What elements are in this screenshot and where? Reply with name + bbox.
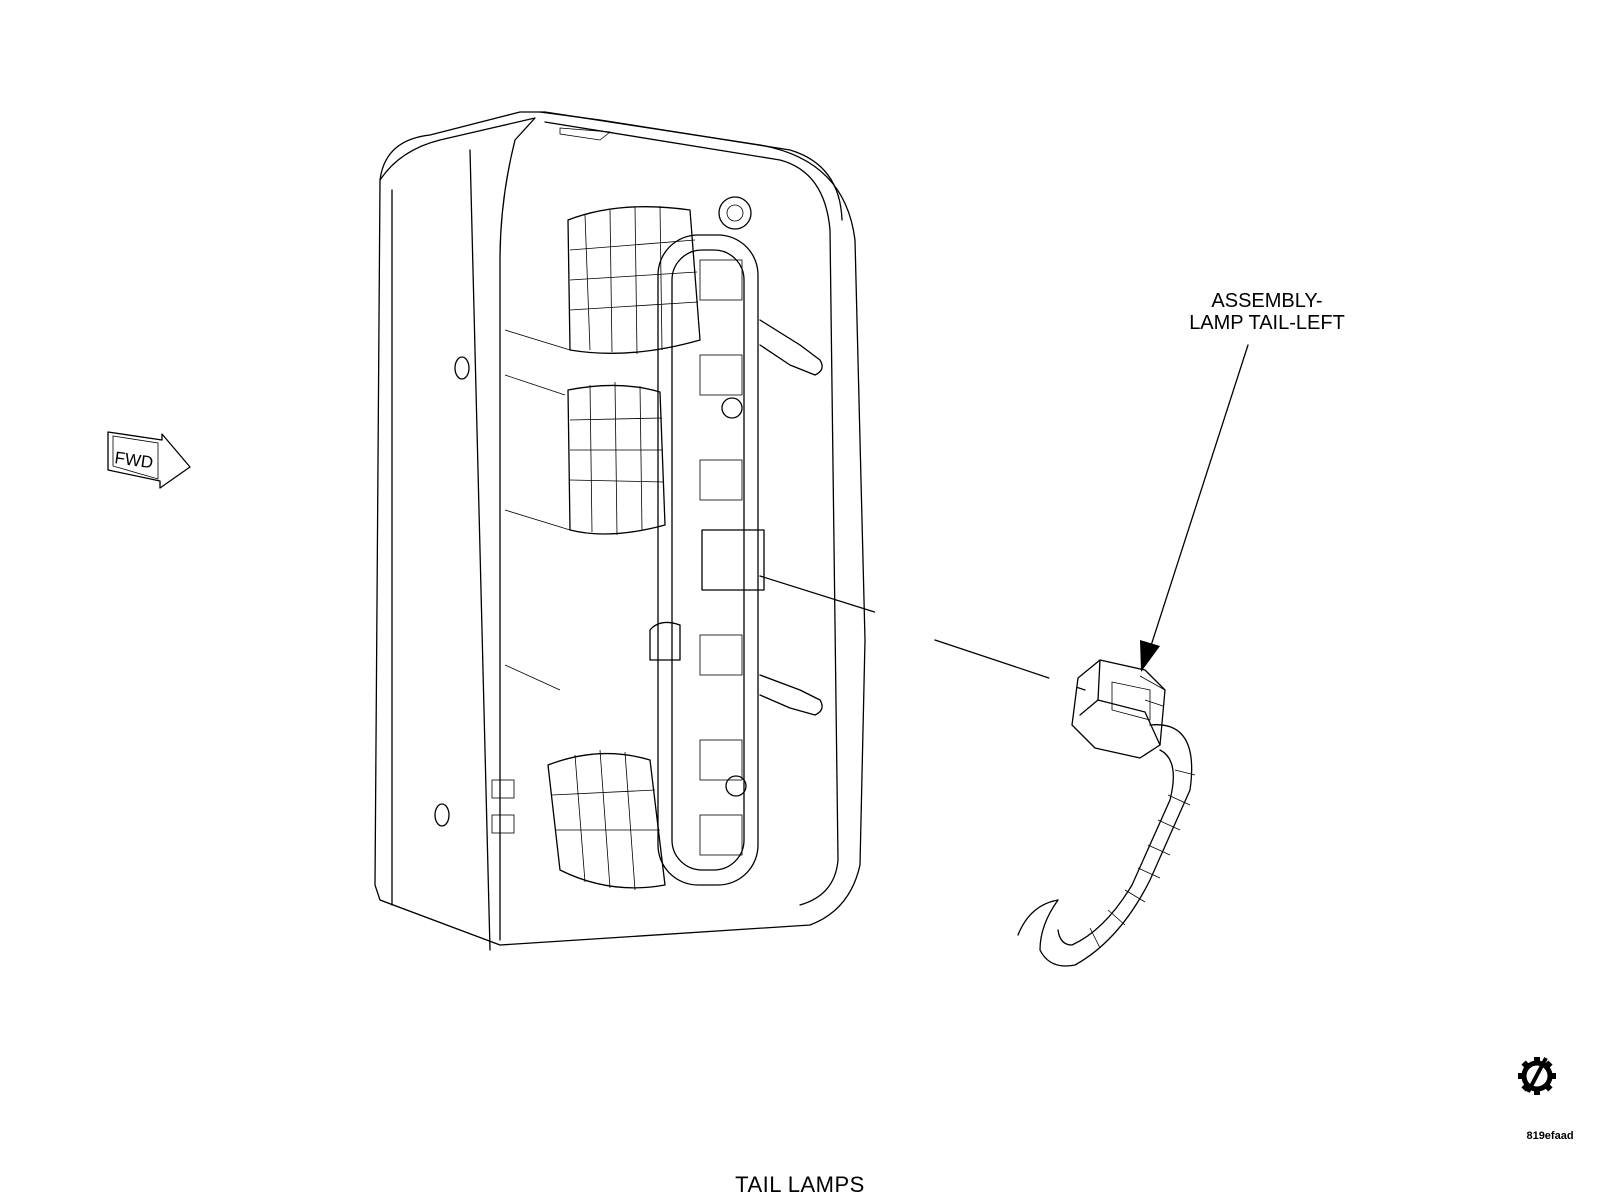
fwd-arrow-icon: FWD <box>107 431 191 489</box>
callout-assembly-lamp-tail-left: ASSEMBLY- LAMP TAIL-LEFT <box>1172 290 1362 334</box>
fwd-label: FWD <box>113 448 154 472</box>
figure-id: 819efaad <box>1526 1130 1574 1142</box>
gear-part-icon <box>1518 1057 1556 1095</box>
callout-line-1: ASSEMBLY- <box>1211 290 1323 312</box>
figure-caption: TAIL LAMPS <box>735 1172 865 1197</box>
callout-leader-arrow <box>1140 344 1249 672</box>
tail-lamp-housing <box>374 111 866 951</box>
connector-harness <box>1017 659 1196 967</box>
callout-line-2: LAMP TAIL-LEFT <box>1189 312 1345 334</box>
alignment-line <box>759 575 1086 691</box>
